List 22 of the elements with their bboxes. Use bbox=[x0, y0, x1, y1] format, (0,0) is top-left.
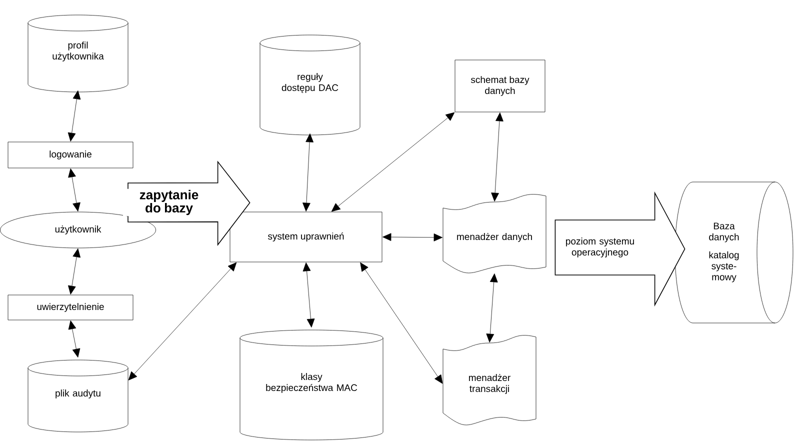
arrow bbox=[331, 112, 455, 212]
arrow bbox=[68, 90, 81, 142]
process-box: uwierzytelnienie bbox=[8, 294, 134, 320]
arrow bbox=[302, 262, 315, 328]
arrow bbox=[360, 262, 443, 384]
arrow bbox=[68, 320, 80, 358]
database-cylinder: klasy bezpieczeństwa MAC bbox=[240, 330, 384, 440]
arrow bbox=[68, 248, 80, 294]
arrow bbox=[302, 133, 314, 212]
arrow bbox=[68, 168, 80, 212]
database-cylinder: reguły dostępu DAC bbox=[260, 34, 360, 136]
arrow bbox=[382, 233, 442, 242]
database-cylinder: profil użytkownika bbox=[28, 14, 128, 92]
arrow bbox=[128, 262, 237, 380]
process-box: schemat bazy danych bbox=[454, 60, 546, 112]
storage-cylinder: Baza danych katalog syste- mowy bbox=[674, 182, 794, 324]
process-box: system uprawnień bbox=[230, 212, 382, 262]
database-cylinder: plik audytu bbox=[28, 360, 128, 432]
edge-label: poziom systemu operacyjnego bbox=[566, 238, 634, 258]
arrow bbox=[486, 273, 498, 342]
arrow bbox=[491, 112, 504, 202]
process-box: logowanie bbox=[8, 142, 134, 168]
